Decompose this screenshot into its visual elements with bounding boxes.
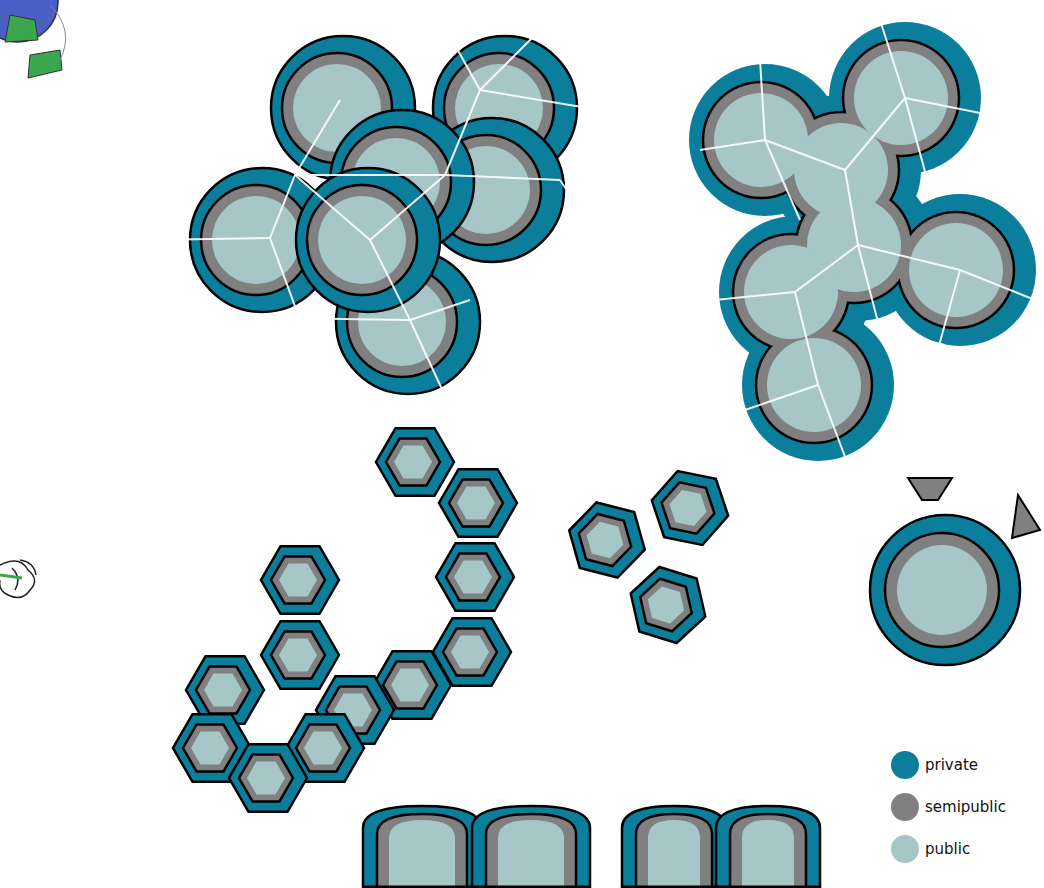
grid-line: [150, 238, 270, 240]
zone-hexagon: [436, 543, 514, 611]
zone-hexagon: [261, 546, 339, 614]
grid-line: [295, 100, 340, 175]
grid-line: [295, 174, 445, 176]
grid-line: [430, 0, 480, 90]
grid-line: [795, 245, 858, 292]
ground-line: [622, 886, 820, 888]
grid-line: [270, 238, 300, 320]
grid-line: [480, 90, 600, 110]
grid-line: [795, 292, 818, 385]
legend-entry: public: [891, 835, 970, 863]
legend-entry: semipublic: [891, 793, 1006, 821]
hexagon-chain: [173, 428, 517, 812]
grid-line: [370, 240, 410, 320]
ring-cluster: [150, 0, 600, 450]
zone-hexagon: [439, 469, 517, 537]
zone-arch: [363, 806, 481, 888]
grid-line: [935, 270, 960, 360]
zone-hexagon: [569, 503, 645, 578]
legend-label: private: [925, 756, 978, 774]
grid-line: [445, 90, 480, 175]
zone-hexagon: [261, 621, 339, 689]
grid-line: [715, 292, 795, 300]
grid-line: [370, 175, 445, 240]
ground-line: [363, 886, 590, 888]
legend-swatch: [891, 751, 919, 779]
zone-hexagon: [376, 428, 454, 496]
grid-line: [880, 20, 905, 98]
legend-entry: private: [891, 751, 978, 779]
zone-arch: [472, 806, 590, 888]
zone-hexagon: [631, 567, 706, 643]
grid-line: [760, 60, 765, 140]
legend-swatch: [891, 835, 919, 863]
legend-label: semipublic: [925, 798, 1006, 816]
grid-line: [295, 175, 370, 240]
grid-line: [845, 170, 858, 245]
grid-line: [858, 245, 880, 330]
grid-line: [818, 385, 850, 470]
grid-line: [745, 385, 818, 410]
grid-line: [480, 10, 560, 90]
grid-line: [700, 140, 765, 150]
sketch-fragment: [0, 0, 66, 598]
zone-arch: [622, 806, 726, 888]
grid-line: [960, 270, 1035, 300]
grid-line: [410, 300, 470, 320]
legend-label: public: [925, 840, 970, 858]
grid-line: [275, 318, 410, 320]
hexagon-trio: [569, 471, 728, 643]
grid-line: [765, 140, 800, 220]
grid-line: [560, 180, 590, 225]
legend-swatch: [891, 793, 919, 821]
grid-line: [445, 175, 560, 180]
ring-with-entrances: [870, 478, 1040, 665]
grid-line: [880, 330, 945, 345]
grid-line: [858, 245, 960, 270]
zone-hexagon: [229, 744, 307, 812]
grid-line: [270, 175, 295, 238]
zone-arch: [716, 806, 820, 888]
grid-line: [845, 98, 905, 170]
zone-ring: [296, 168, 440, 312]
grid-line: [905, 98, 930, 190]
zone-hexagon: [652, 471, 728, 545]
merged-cluster: [689, 20, 1036, 470]
grid-line: [905, 98, 990, 115]
arch-sections: [363, 806, 820, 888]
